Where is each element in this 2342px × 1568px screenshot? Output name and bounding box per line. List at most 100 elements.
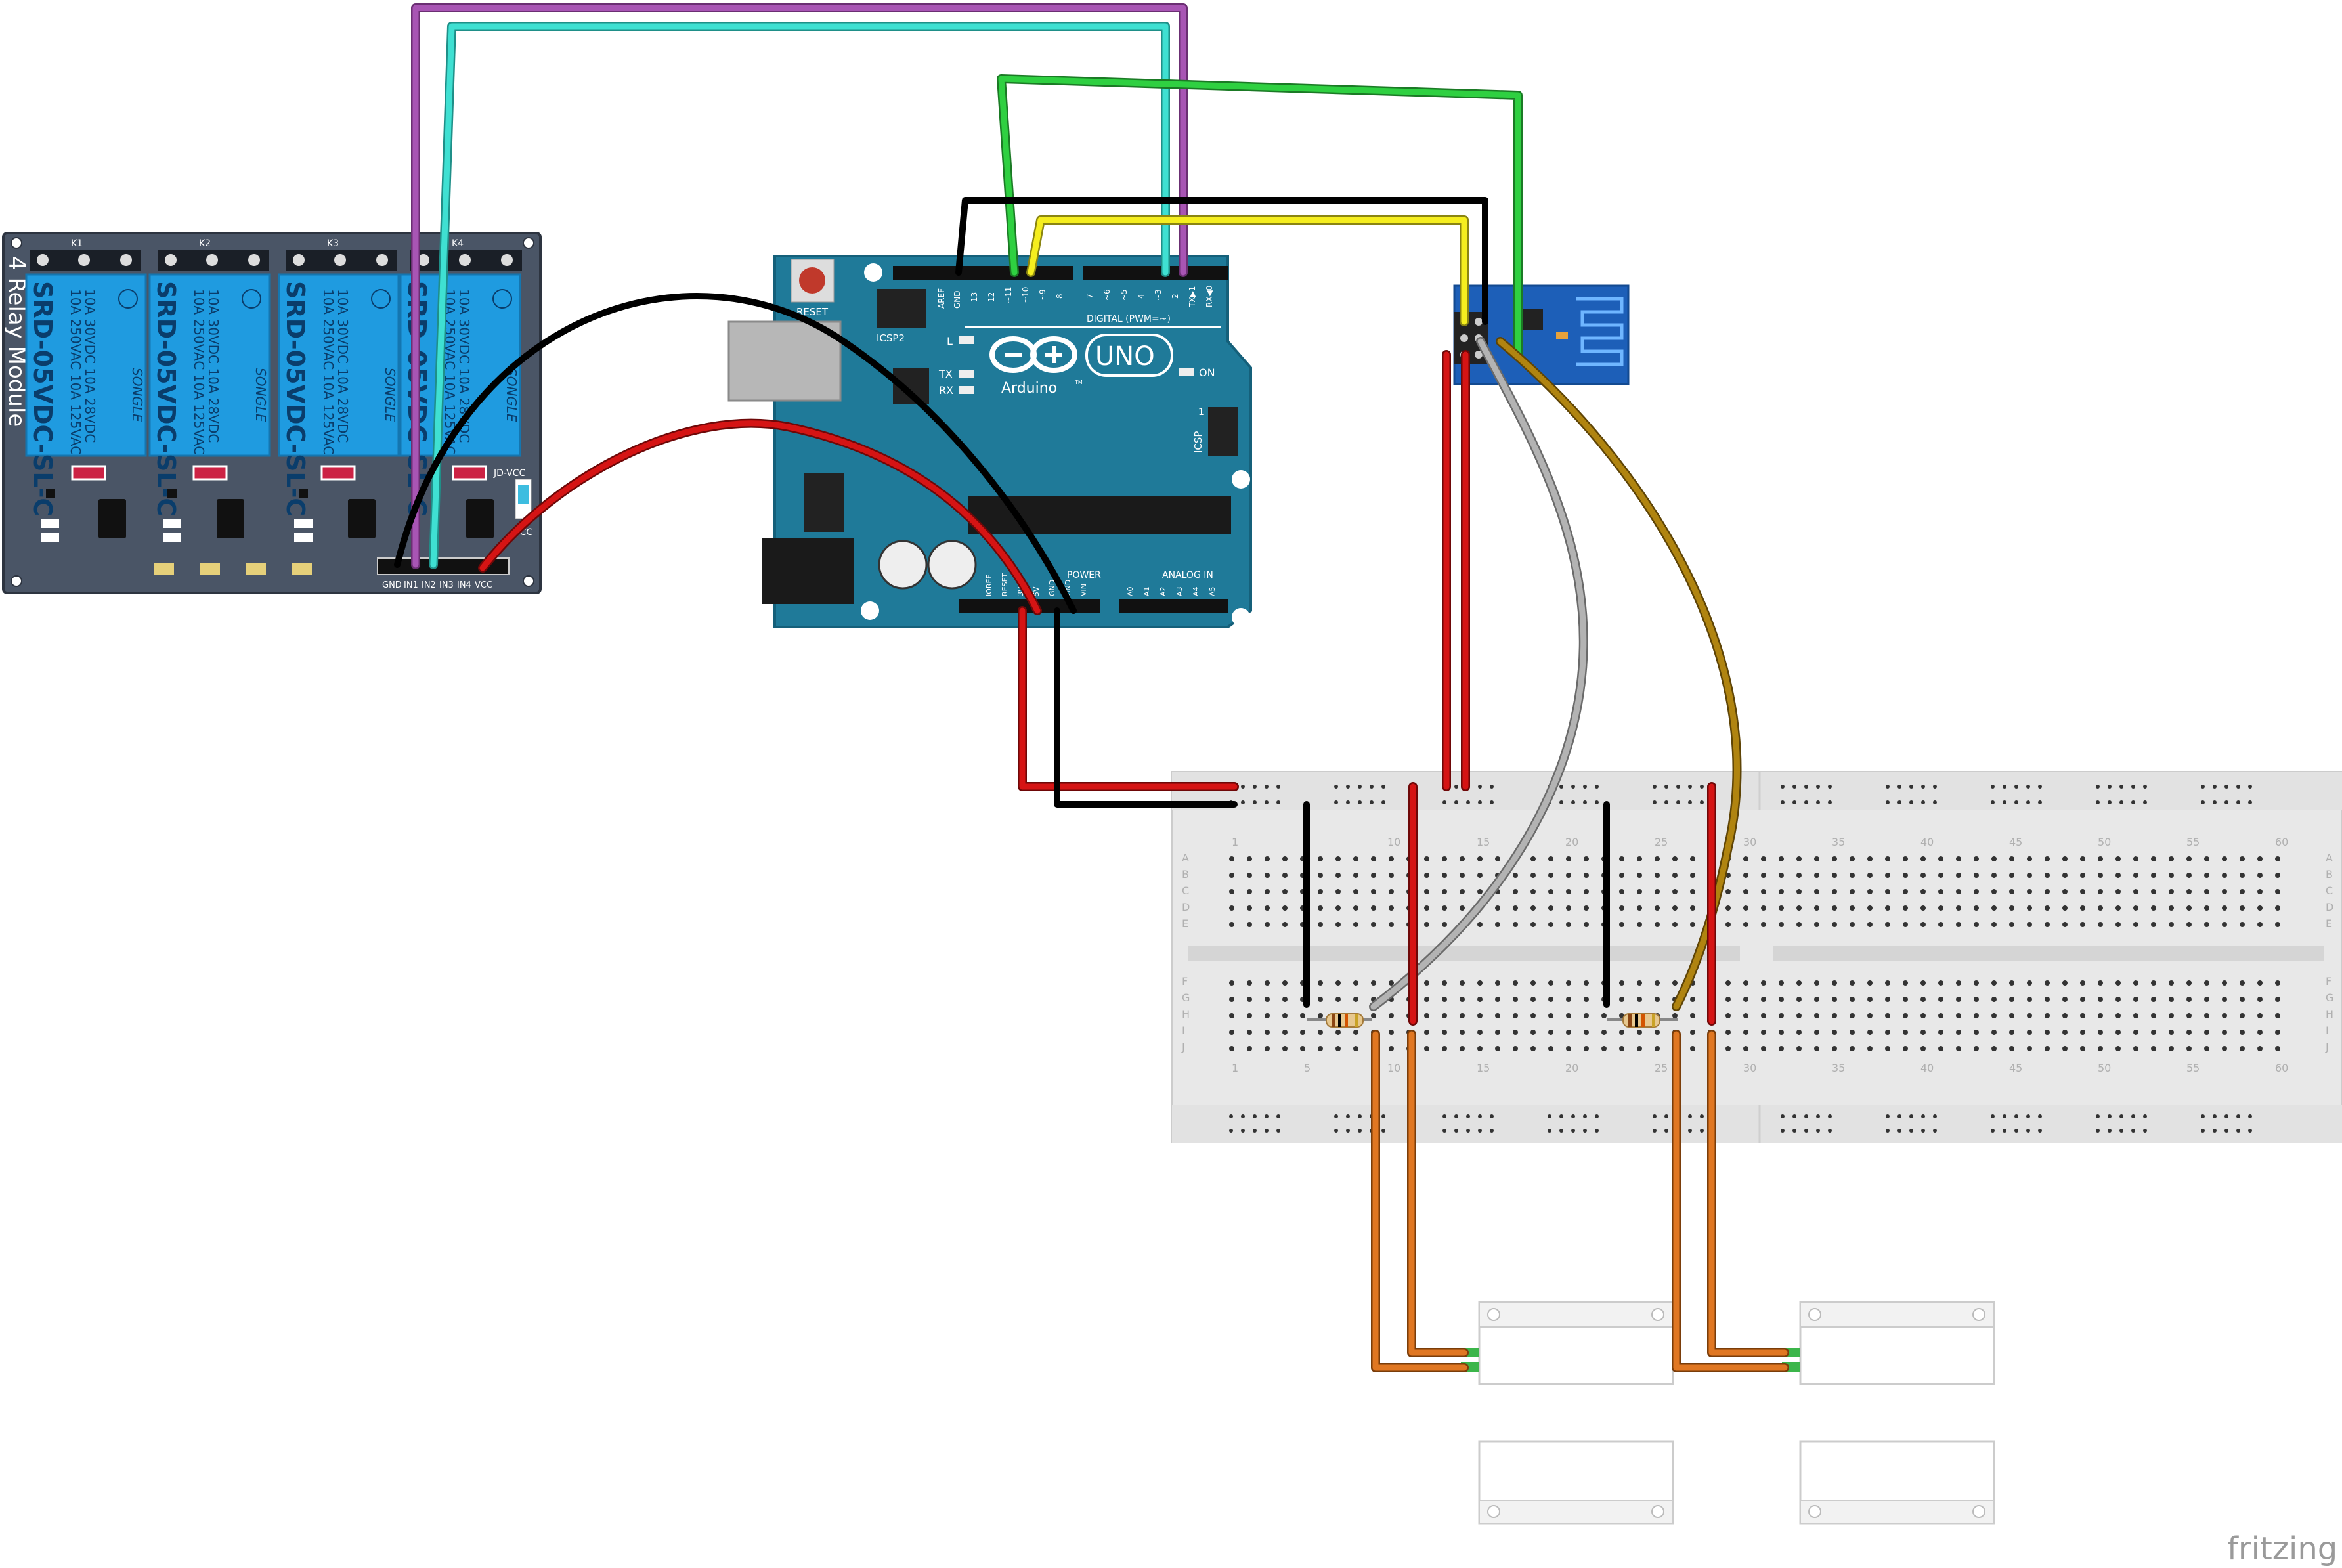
breadboard-hole <box>1832 856 1837 861</box>
breadboard-hole <box>2222 856 2227 861</box>
breadboard-hole <box>2186 856 2192 861</box>
breadboard-hole <box>1265 1030 1270 1035</box>
bb-row-right-b: B <box>2326 868 2333 881</box>
breadboard-hole <box>1548 997 1553 1002</box>
breadboard-hole <box>1247 873 1252 878</box>
breadboard-hole <box>2133 1013 2138 1018</box>
breadboard-hole <box>1229 1030 1234 1035</box>
relay-pin-vcc: VCC <box>475 580 492 590</box>
breadboard-hole <box>1389 922 1394 927</box>
breadboard-hole <box>1991 1013 1997 1018</box>
bb-row-right-f: F <box>2326 975 2331 988</box>
breadboard-hole <box>1265 905 1270 911</box>
breadboard-hole <box>1282 873 1288 878</box>
breadboard-hole <box>2115 1013 2121 1018</box>
breadboard-hole <box>1991 1046 1997 1051</box>
breadboard-hole <box>1584 1046 1589 1051</box>
breadboard-hole <box>2027 873 2032 878</box>
breadboard-hole <box>1566 1046 1571 1051</box>
breadboard-hole <box>1832 980 1837 986</box>
breadboard-hole <box>1885 997 1890 1002</box>
arduino-pin-vin: VIN <box>1079 584 1088 596</box>
bb-col-top-10: 10 <box>1387 836 1400 848</box>
relay-k1: K1 SRD-05VDC-SL-C 10A 250VAC 10A 125VAC … <box>25 238 147 516</box>
breadboard-hole <box>1300 1030 1305 1035</box>
bb-col-bottom-45: 45 <box>2009 1062 2022 1074</box>
arduino-analog-label: ANALOG IN <box>1162 570 1213 580</box>
breadboard-hole <box>1672 856 1678 861</box>
breadboard-hole <box>2045 1030 2050 1035</box>
breadboard-hole <box>1672 889 1678 894</box>
breadboard-hole <box>1318 1030 1323 1035</box>
arduino-pin-1: TX▶1 <box>1188 286 1197 308</box>
arduino-pin-6: ~6 <box>1102 289 1112 301</box>
breadboard-hole <box>1601 1013 1607 1018</box>
breadboard-hole <box>1335 905 1341 911</box>
breadboard-hole <box>1513 1046 1518 1051</box>
breadboard-hole <box>2169 873 2174 878</box>
breadboard-hole <box>1300 1046 1305 1051</box>
breadboard-hole <box>1672 873 1678 878</box>
breadboard-hole <box>2133 1046 2138 1051</box>
bb-col-bottom-55: 55 <box>2186 1062 2200 1074</box>
arduino-top-pin-labels: AREF GND 13 12 ~11 ~10 ~9 8 7 ~6 ~5 4 ~3… <box>937 286 1214 309</box>
breadboard-hole <box>1725 889 1731 894</box>
breadboard-hole <box>2027 997 2032 1002</box>
relay-module: 4 Relay Module K1 SRD-05VDC-SL-C 10A 250… <box>2 232 542 594</box>
breadboard-hole <box>2151 980 2156 986</box>
breadboard-hole <box>1548 905 1553 911</box>
breadboard-hole <box>1850 889 1855 894</box>
breadboard-hole <box>1903 1013 1908 1018</box>
relay-k3-brand: SONGLE <box>382 368 398 422</box>
breadboard-hole <box>1460 1013 1465 1018</box>
breadboard-hole <box>1530 889 1536 894</box>
breadboard-hole <box>1779 997 1784 1002</box>
breadboard-hole <box>2275 889 2280 894</box>
breadboard-hole <box>2133 856 2138 861</box>
breadboard-hole <box>2257 1013 2263 1018</box>
breadboard-hole <box>2151 873 2156 878</box>
breadboard-hole <box>1353 1046 1358 1051</box>
bb-row-letters: A B C D E F G H I J A B C D E F G H I J <box>1181 852 2333 1053</box>
breadboard-hole <box>1743 873 1748 878</box>
bb-col-bottom-20: 20 <box>1565 1062 1578 1074</box>
breadboard-hole <box>2027 980 2032 986</box>
breadboard-hole <box>1903 980 1908 986</box>
bb-row-left-e: E <box>1182 917 1188 930</box>
arduino-pin-12: 12 <box>987 292 996 302</box>
breadboard-hole <box>2115 922 2121 927</box>
breadboard-hole <box>2151 1030 2156 1035</box>
breadboard-hole <box>1796 873 1802 878</box>
breadboard-hole <box>1335 889 1341 894</box>
breadboard-hole <box>1389 1013 1394 1018</box>
breadboard-hole <box>1796 1046 1802 1051</box>
breadboard-hole <box>1885 922 1890 927</box>
breadboard-hole <box>1584 1030 1589 1035</box>
breadboard-hole <box>1974 997 1979 1002</box>
bb-col-bottom-1: 1 <box>1232 1062 1238 1074</box>
breadboard-hole <box>1956 889 1961 894</box>
breadboard-hole <box>1761 856 1766 861</box>
breadboard-hole <box>1725 1030 1731 1035</box>
breadboard-hole <box>1938 1013 1943 1018</box>
breadboard-hole <box>1318 1046 1323 1051</box>
breadboard-hole <box>1867 905 1873 911</box>
relay-jdvcc-label: JD-VCC <box>493 468 525 479</box>
breadboard-hole <box>2151 1046 2156 1051</box>
arduino-pin-a5: A5 <box>1208 586 1217 596</box>
breadboard-hole <box>1318 856 1323 861</box>
breadboard-hole <box>1371 922 1376 927</box>
breadboard-hole <box>1761 997 1766 1002</box>
breadboard-hole <box>1424 1046 1429 1051</box>
breadboard-hole <box>1920 889 1926 894</box>
breadboard-hole <box>1335 856 1341 861</box>
arduino-pin-a1: A1 <box>1142 586 1151 596</box>
relay-pin-in4: IN4 <box>457 580 471 590</box>
bb-col-bottom-5: 5 <box>1304 1062 1311 1074</box>
breadboard-hole <box>1477 856 1483 861</box>
breadboard-hole <box>1566 889 1571 894</box>
breadboard-hole <box>1601 1046 1607 1051</box>
breadboard-hole <box>2151 922 2156 927</box>
breadboard-hole <box>1814 980 1819 986</box>
breadboard-hole <box>1885 873 1890 878</box>
